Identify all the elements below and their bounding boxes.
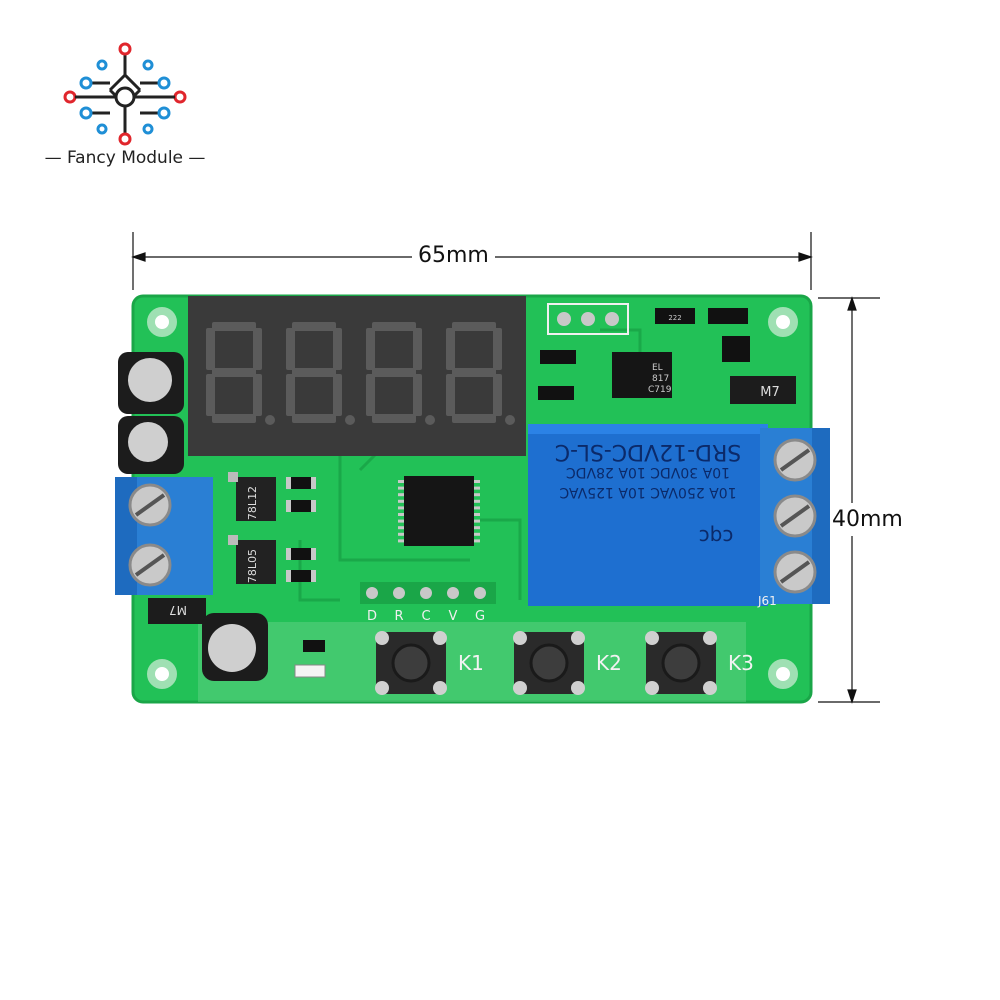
header-pin bbox=[447, 587, 459, 599]
header-pin bbox=[420, 587, 432, 599]
relay-brand-mark: cqc bbox=[699, 525, 734, 549]
header-pin-label: D bbox=[367, 609, 377, 624]
regulator-label-1: 78L12 bbox=[246, 486, 259, 520]
header-pin-label: G bbox=[475, 609, 485, 624]
display-digits bbox=[206, 322, 515, 425]
diode bbox=[148, 598, 206, 624]
tactile-button-k1[interactable] bbox=[375, 631, 447, 695]
brand-name: — Fancy Module — bbox=[44, 148, 206, 168]
height-dimension-label: 40mm bbox=[832, 503, 903, 536]
electrolytic-capacitor bbox=[118, 352, 184, 474]
header-pin-label: V bbox=[449, 609, 458, 624]
button-label: K3 bbox=[728, 651, 754, 675]
diode-label-2: M7 bbox=[760, 385, 780, 400]
display-digit bbox=[366, 322, 435, 425]
mount-hole-bl bbox=[147, 659, 177, 689]
resistor-code-label: 222 bbox=[668, 314, 681, 322]
height-dimension bbox=[818, 296, 880, 704]
button-label: K2 bbox=[596, 651, 622, 675]
diode-relay bbox=[730, 376, 796, 404]
relay-terminal-block bbox=[760, 428, 830, 604]
optocoupler-line-3: C719 bbox=[648, 385, 672, 395]
button-label: K1 bbox=[458, 651, 484, 675]
relay-rating-1: 10A 30VDC 10A 28VDC bbox=[566, 464, 730, 480]
relay-model: SRD-12VDC-SL-C bbox=[555, 439, 742, 464]
input-terminal-block bbox=[115, 477, 213, 595]
header-pin-label: C bbox=[421, 609, 430, 624]
display-digit bbox=[286, 322, 355, 425]
mount-hole-tl bbox=[147, 307, 177, 337]
display-digit bbox=[446, 322, 515, 425]
relay-text: SRD-12VDC-SL-C 10A 30VDC 10A 28VDC 10A 2… bbox=[555, 439, 742, 549]
mount-hole-tr bbox=[768, 307, 798, 337]
diode-label-1: M7 bbox=[169, 603, 187, 617]
tactile-button-k3[interactable] bbox=[645, 631, 717, 695]
header-pin bbox=[474, 587, 486, 599]
width-dimension-label: 65mm bbox=[412, 243, 495, 268]
relay bbox=[528, 424, 768, 606]
relay-terminal-label: J61 bbox=[757, 594, 777, 608]
optocoupler-line-2: 817 bbox=[652, 374, 669, 384]
voltage-regulator bbox=[228, 472, 276, 584]
three-pin-header bbox=[547, 303, 629, 335]
optocoupler-line-1: EL bbox=[652, 363, 663, 373]
fancy-module-logo-icon bbox=[63, 42, 187, 146]
microcontroller-chip bbox=[398, 476, 480, 546]
mount-hole-br bbox=[768, 659, 798, 689]
regulator-label-2: 78L05 bbox=[246, 549, 259, 583]
relay-rating-2: 10A 250VAC 10A 125VAC bbox=[559, 484, 736, 500]
tactile-button-k2[interactable] bbox=[513, 631, 585, 695]
optocoupler bbox=[612, 352, 672, 398]
electrolytic-capacitor-small bbox=[202, 613, 268, 681]
header-pin-label: R bbox=[394, 609, 403, 624]
header-pin bbox=[393, 587, 405, 599]
header-pin bbox=[366, 587, 378, 599]
display-digit bbox=[206, 322, 275, 425]
